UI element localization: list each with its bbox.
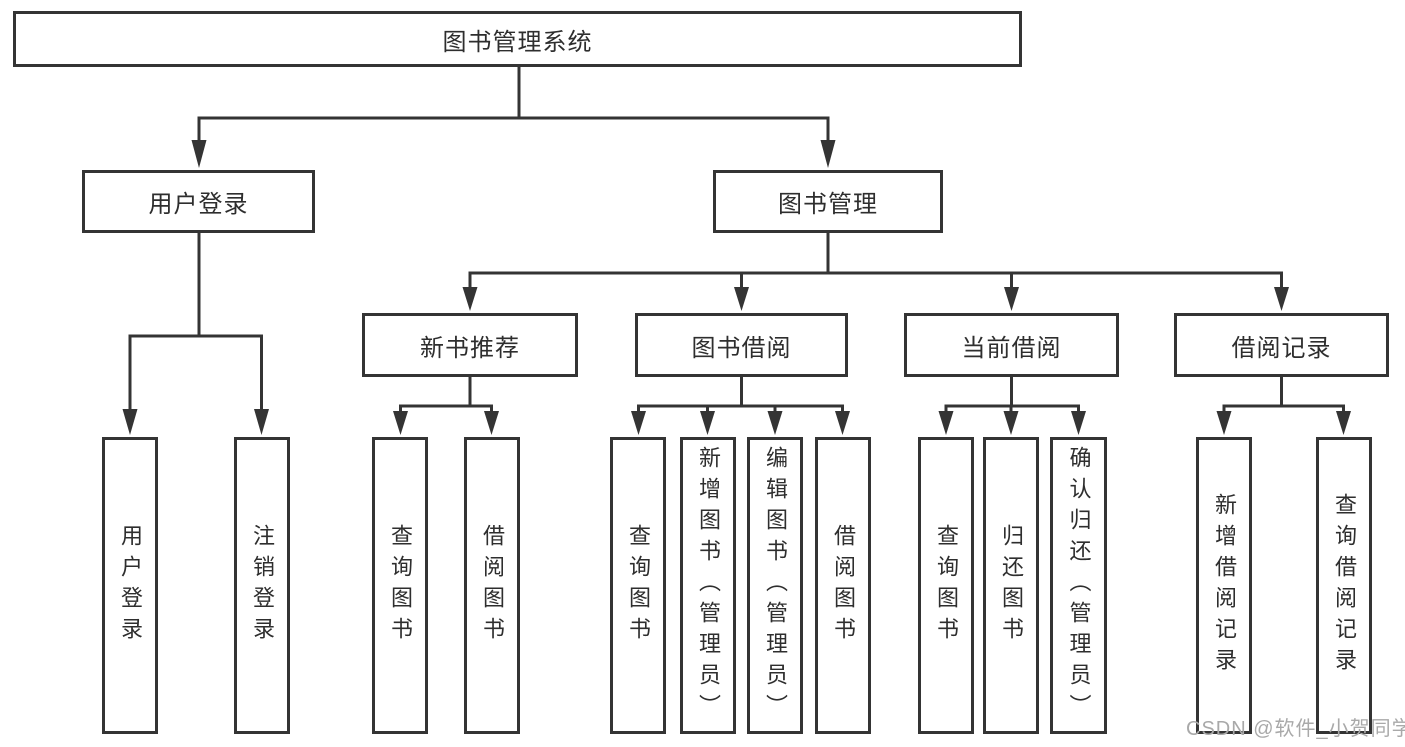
node-current-borrow-label: 当前借阅 xyxy=(961,334,1062,362)
leaf-return-book: 归还图书 xyxy=(983,437,1039,734)
arrow-down-icon xyxy=(700,411,715,435)
leaf-confirm-return-admin: 确认归还（管理员） xyxy=(1050,437,1107,734)
arrow-down-icon xyxy=(191,140,207,168)
leaf-borrow-book-recommend-label: 借阅图书 xyxy=(480,523,505,648)
arrow-down-icon xyxy=(1071,411,1086,435)
arrow-down-icon xyxy=(1336,411,1351,435)
leaf-confirm-return-admin-label: 确认归还（管理员） xyxy=(1066,446,1092,725)
node-current-borrow: 当前借阅 xyxy=(904,313,1119,377)
arrow-down-icon xyxy=(631,411,646,435)
node-new-book-recommend-label: 新书推荐 xyxy=(420,334,520,362)
leaf-edit-book-admin: 编辑图书（管理员） xyxy=(747,437,803,734)
leaf-user-login: 用户登录 xyxy=(102,437,158,734)
arrow-down-icon xyxy=(938,411,954,435)
arrow-down-icon xyxy=(734,287,749,311)
leaf-add-borrow-record-label: 新增借阅记录 xyxy=(1212,492,1237,679)
node-user-login-branch: 用户登录 xyxy=(82,170,315,233)
arrow-down-icon xyxy=(767,411,783,435)
leaf-return-book-label: 归还图书 xyxy=(999,523,1024,648)
node-root: 图书管理系统 xyxy=(13,11,1022,67)
leaf-query-book-recommend-label: 查询图书 xyxy=(388,523,413,648)
arrow-down-icon xyxy=(254,409,269,435)
leaf-add-borrow-record: 新增借阅记录 xyxy=(1196,437,1252,734)
leaf-query-book-recommend: 查询图书 xyxy=(372,437,428,734)
node-root-label: 图书管理系统 xyxy=(442,28,593,56)
arrowheads xyxy=(122,140,1351,435)
leaf-user-login-label: 用户登录 xyxy=(118,523,143,648)
arrow-down-icon xyxy=(1216,411,1232,435)
node-user-login-branch-label: 用户登录 xyxy=(148,191,249,218)
leaf-borrow-book-label: 借阅图书 xyxy=(831,523,856,648)
arrow-down-icon xyxy=(393,411,408,435)
arrow-down-icon xyxy=(1274,287,1289,311)
leaf-query-borrow-record: 查询借阅记录 xyxy=(1316,437,1372,734)
leaf-logout: 注销登录 xyxy=(234,437,290,734)
node-book-management-label: 图书管理 xyxy=(778,191,878,218)
leaf-edit-book-admin-label: 编辑图书（管理员） xyxy=(763,446,788,725)
leaf-add-book-admin: 新增图书（管理员） xyxy=(680,437,736,734)
leaf-logout-label: 注销登录 xyxy=(250,523,275,648)
node-book-management: 图书管理 xyxy=(713,170,943,233)
arrow-down-icon xyxy=(1003,411,1019,435)
leaf-query-book-current-label: 查询图书 xyxy=(934,523,959,648)
arrow-down-icon xyxy=(835,411,850,435)
arrow-down-icon xyxy=(122,409,138,435)
arrow-down-icon xyxy=(484,411,499,435)
leaf-borrow-book: 借阅图书 xyxy=(815,437,871,734)
leaf-query-book-current: 查询图书 xyxy=(918,437,974,734)
arrow-down-icon xyxy=(1004,287,1019,311)
node-borrow-record: 借阅记录 xyxy=(1174,313,1389,377)
arrow-down-icon xyxy=(462,287,478,311)
node-book-borrow: 图书借阅 xyxy=(635,313,848,377)
node-book-borrow-label: 图书借阅 xyxy=(691,334,792,362)
leaf-query-book-borrow: 查询图书 xyxy=(610,437,666,734)
leaf-borrow-book-recommend: 借阅图书 xyxy=(464,437,520,734)
leaf-query-borrow-record-label: 查询借阅记录 xyxy=(1332,492,1357,679)
csdn-watermark: CSDN @软件_小贺同学 xyxy=(1186,718,1405,740)
leaf-add-book-admin-label: 新增图书（管理员） xyxy=(696,446,721,725)
node-borrow-record-label: 借阅记录 xyxy=(1231,334,1332,362)
arrow-down-icon xyxy=(820,140,836,168)
connector-segments xyxy=(128,67,1345,412)
node-new-book-recommend: 新书推荐 xyxy=(362,313,578,377)
leaf-query-book-borrow-label: 查询图书 xyxy=(626,523,651,648)
